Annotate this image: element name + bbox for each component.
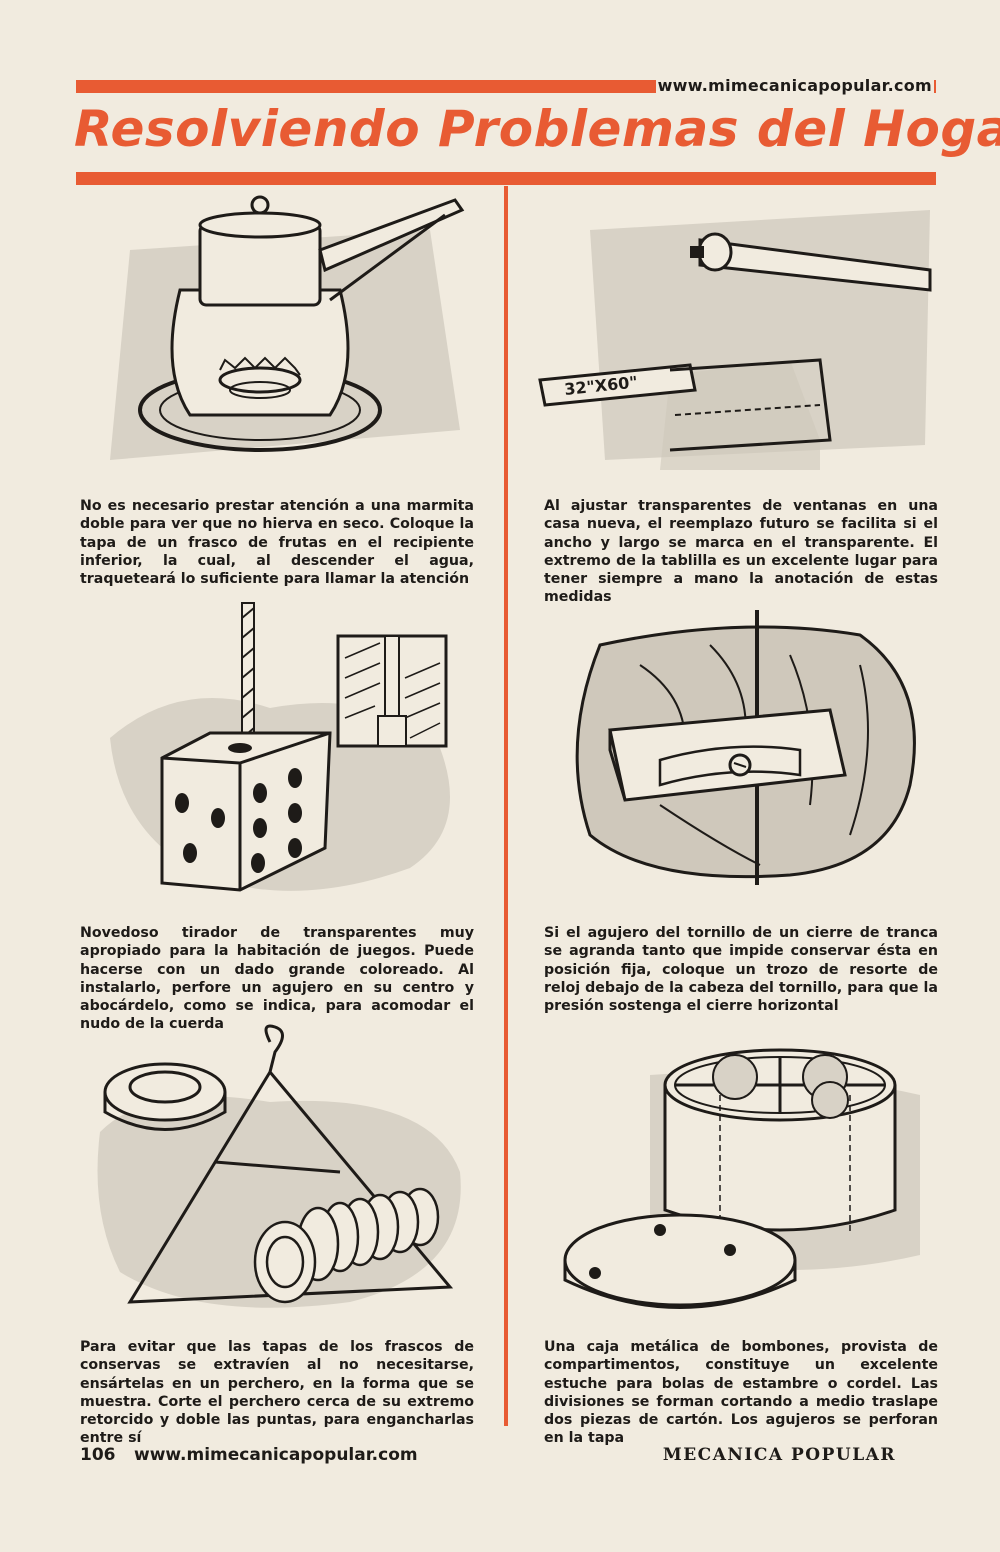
site-url-header[interactable]: www.mimecanicapopular.com [655, 76, 934, 95]
latch-illustration [560, 605, 940, 895]
magazine-name: MECANICA POPULAR [662, 1445, 896, 1465]
double-boiler-illustration [100, 190, 480, 480]
caption-dice-pull: Novedoso tirador de transparentes muy ap… [80, 925, 474, 1033]
page-title: Resolviendo Problemas del Hogar [74, 100, 1000, 158]
caption-double-boiler: No es necesario prestar atención a una m… [80, 498, 474, 588]
column-divider [504, 186, 508, 1426]
site-url-footer[interactable]: www.mimecanicapopular.com [134, 1445, 418, 1465]
window-shade-illustration: 32"X60" [520, 190, 940, 480]
caption-hanger-lids: Para evitar que las tapas de los frascos… [80, 1339, 474, 1447]
caption-window-shade: Al ajustar transparentes de ventanas en … [544, 498, 938, 606]
caption-twine-box: Una caja metálica de bombones, provista … [544, 1339, 938, 1447]
caption-latch: Si el agujero del tornillo de un cierre … [544, 925, 938, 1015]
dice-pull-illustration [100, 598, 480, 903]
page-number: 106 [80, 1445, 116, 1465]
title-underline-rule [76, 172, 936, 185]
twine-box-illustration [540, 1035, 940, 1330]
hanger-lids-illustration [90, 1022, 480, 1322]
